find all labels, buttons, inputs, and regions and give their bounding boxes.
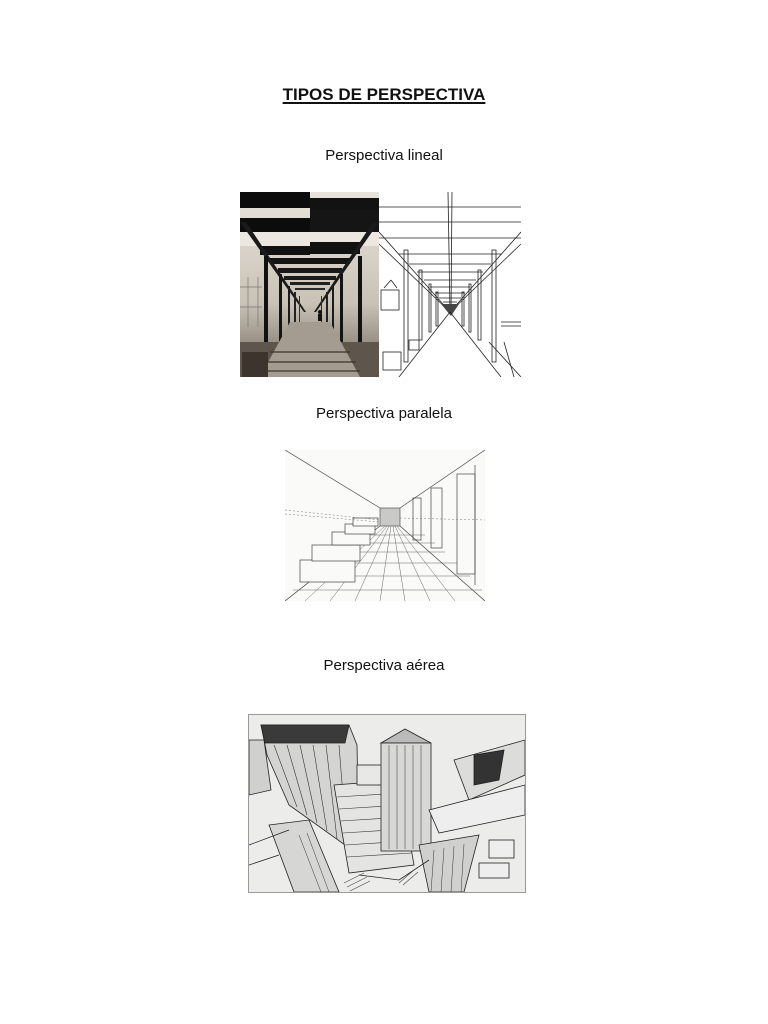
caption-aerial-perspective: Perspectiva aérea	[323, 657, 445, 674]
caption-parallel-perspective: Perspectiva paralela	[316, 405, 452, 422]
linear-perspective-photo	[240, 192, 379, 377]
page-title: TIPOS DE PERSPECTIVA	[282, 85, 486, 104]
parallel-perspective-sketch	[285, 450, 485, 601]
linear-perspective-drawing	[379, 192, 521, 377]
caption-linear-perspective: Perspectiva lineal	[325, 147, 443, 164]
aerial-perspective-sketch	[248, 714, 526, 893]
